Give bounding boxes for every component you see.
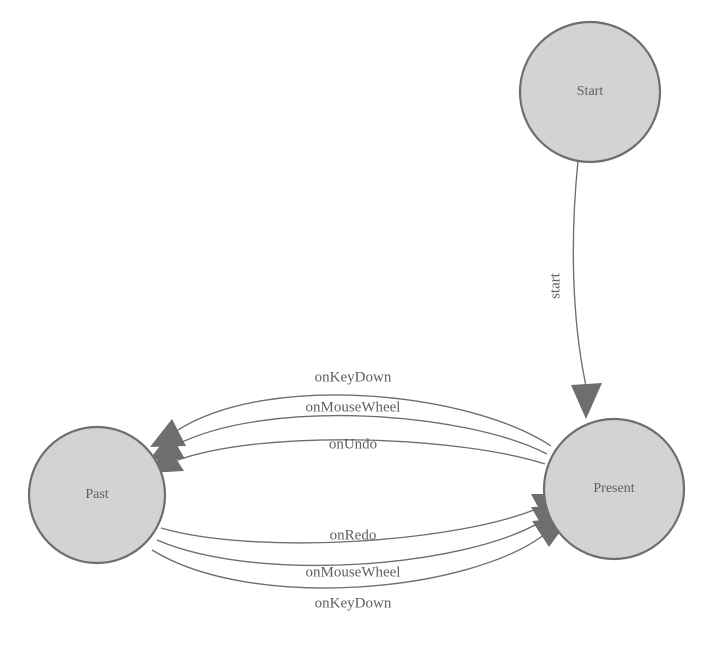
- state-node-present-label: Present: [593, 481, 634, 496]
- edge-label-past-to-present-onredo: onRedo: [330, 527, 377, 543]
- edge-past-to-present-onredo-path: [160, 506, 542, 544]
- edge-present-to-past-onkeydown-path: [177, 394, 552, 447]
- arrowhead-present-to-past-onmousewheel: [149, 433, 185, 460]
- edge-present-to-past-onundo[interactable]: onUndo: [148, 436, 546, 473]
- state-node-past-circle: [27, 425, 167, 565]
- edge-start-to-present-path: [572, 160, 587, 387]
- edge-past-to-present-onmousewheel-path: [156, 520, 543, 567]
- state-node-start[interactable]: Start: [518, 20, 662, 164]
- state-node-present[interactable]: Present: [542, 417, 686, 561]
- arrowhead-present-to-past-onkeydown: [150, 419, 186, 447]
- arrowhead-start-to-present: [571, 383, 602, 419]
- edge-label-present-to-past-onundo: onUndo: [329, 436, 377, 452]
- edge-label-past-to-present-onkeydown: onKeyDown: [315, 595, 392, 611]
- state-node-past-label: Past: [85, 487, 108, 502]
- edge-past-to-present-onredo[interactable]: onRedo: [160, 494, 567, 544]
- edge-label-past-to-present-onmousewheel: onMouseWheel: [306, 564, 401, 580]
- state-node-start-label: Start: [577, 84, 604, 99]
- state-node-present-circle: [542, 417, 686, 561]
- state-node-past[interactable]: Past: [27, 425, 167, 565]
- edge-present-to-past-onmousewheel[interactable]: onMouseWheel: [149, 399, 548, 460]
- edge-present-to-past-onundo-path: [174, 439, 546, 465]
- edge-start-to-present[interactable]: start: [547, 160, 602, 419]
- edge-past-to-present-onkeydown-path: [151, 533, 546, 589]
- edge-label-start: start: [547, 272, 563, 299]
- edge-present-to-past-onmousewheel-path: [175, 414, 548, 455]
- state-node-start-circle: [518, 20, 662, 164]
- edge-label-present-to-past-onmousewheel: onMouseWheel: [306, 399, 401, 415]
- edge-present-to-past-onkeydown[interactable]: onKeyDown: [150, 369, 552, 447]
- edge-label-present-to-past-onkeydown: onKeyDown: [315, 369, 392, 385]
